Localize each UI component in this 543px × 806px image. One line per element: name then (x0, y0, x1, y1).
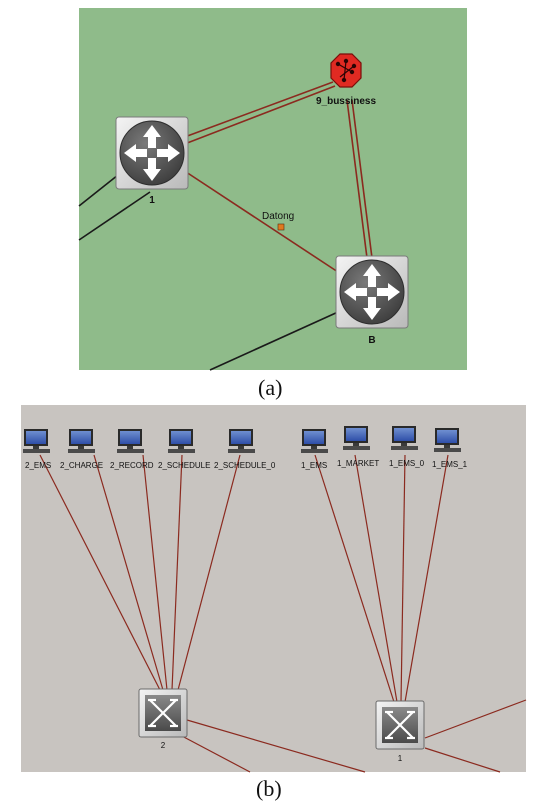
host-1-ems[interactable] (301, 429, 328, 453)
link-black-3 (209, 311, 339, 371)
host-label: 2_EMS (25, 461, 51, 470)
panel-b-background (21, 405, 526, 772)
caption-a: (a) (258, 375, 283, 400)
links-group-right (314, 454, 449, 703)
switch-1-label: 1 (398, 754, 403, 763)
business-node[interactable] (330, 53, 362, 88)
link-1-business-a (181, 81, 334, 139)
host-1-ems-0[interactable] (391, 426, 418, 450)
link-marker-label: Datong (262, 211, 294, 222)
host-label: 2_CHARGE (60, 461, 103, 470)
host-2-schedule-0[interactable] (228, 429, 255, 453)
router-1[interactable] (115, 116, 189, 190)
link-marker-square (277, 223, 285, 231)
host-1-market[interactable] (343, 426, 370, 450)
host-label: 1_EMS_0 (389, 459, 425, 468)
router-b[interactable] (335, 255, 409, 329)
switch-2[interactable] (138, 688, 188, 738)
arrows-icon (344, 264, 400, 320)
panel-b: 2_EMS 2_CHARGE 2_RECORD 2_SCHEDULE (21, 405, 527, 773)
arrows-icon (124, 125, 180, 181)
host-label: 2_SCHEDULE_0 (214, 461, 276, 470)
router-icon (339, 259, 405, 325)
link-business-b-b (351, 99, 373, 259)
router-b-label: B (368, 335, 375, 346)
host-2-ems[interactable] (23, 429, 50, 453)
host-label: 2_SCHEDULE (158, 461, 210, 470)
host-1-ems-1[interactable] (434, 428, 461, 452)
host-2-record[interactable] (117, 429, 144, 453)
switch-2-label: 2 (161, 741, 166, 750)
link-business-b-a (346, 99, 368, 259)
cross-arrows-icon (385, 710, 415, 740)
cross-arrows-icon (148, 698, 178, 728)
switch-1[interactable] (375, 700, 425, 750)
host-label: 1_EMS_1 (432, 460, 468, 469)
panel-a: Datong 1 B (78, 8, 467, 371)
network-symbol-icon (335, 58, 357, 83)
links-group-left (39, 454, 241, 691)
host-2-schedule[interactable] (168, 429, 195, 453)
link-1-business-b (181, 85, 336, 146)
host-label: 2_RECORD (110, 461, 154, 470)
link-1-b (179, 167, 339, 273)
link-black-2 (78, 191, 151, 241)
host-label: 1_EMS (301, 461, 327, 470)
business-node-label: 9_bussiness (316, 96, 376, 107)
links-outgoing (179, 699, 527, 773)
host-2-charge[interactable] (68, 429, 95, 453)
router-1-label: 1 (149, 195, 155, 206)
link-black-1 (78, 174, 119, 207)
host-label: 1_MARKET (337, 459, 379, 468)
router-icon (119, 120, 185, 186)
caption-b: (b) (256, 776, 282, 801)
